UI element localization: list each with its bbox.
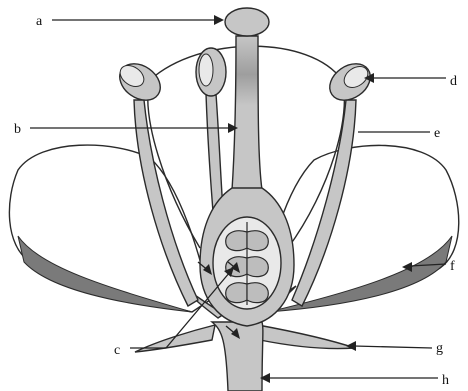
ovules	[226, 222, 269, 305]
leader-d	[364, 73, 446, 83]
label-g: g	[436, 341, 443, 356]
anther-center	[196, 48, 226, 96]
leader-a	[52, 15, 224, 25]
anther-left	[113, 56, 167, 107]
anther-right	[323, 56, 377, 107]
style	[232, 36, 262, 190]
label-e: e	[434, 126, 440, 141]
stigma	[225, 8, 269, 36]
leader-h	[260, 373, 438, 383]
label-a: a	[36, 14, 43, 29]
label-b-upper: b	[14, 122, 21, 137]
label-c: c	[114, 343, 120, 358]
label-d: d	[450, 74, 457, 89]
leader-g	[346, 341, 432, 351]
label-f: f	[450, 259, 455, 274]
sepal-right	[258, 325, 355, 349]
label-h: h	[442, 373, 449, 388]
